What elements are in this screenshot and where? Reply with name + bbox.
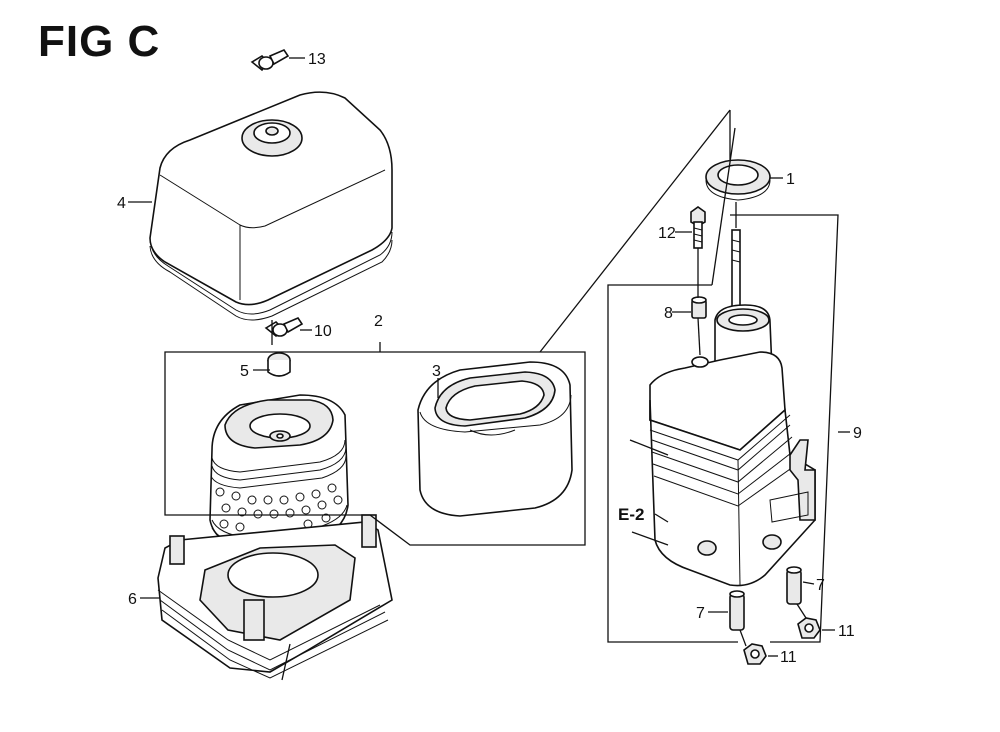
- callout-6[interactable]: 6: [128, 591, 137, 608]
- callout-7a[interactable]: 7: [816, 577, 825, 594]
- callout-12[interactable]: 12: [658, 225, 676, 242]
- callout-13[interactable]: 13: [308, 51, 326, 68]
- collar-nut-part-5[interactable]: [267, 352, 291, 377]
- callout-1[interactable]: 1: [786, 171, 795, 188]
- bolt-part-12[interactable]: [690, 206, 706, 249]
- callout-9[interactable]: 9: [853, 425, 862, 442]
- group-bracket-9: [607, 214, 850, 643]
- callout-3[interactable]: 3: [432, 363, 441, 380]
- wing-nut-part-10[interactable]: [264, 317, 304, 338]
- callout-5[interactable]: 5: [240, 363, 249, 380]
- callout-labels: 1 2 3 4 5 6 7 7 8 9 10 11 11 12 13: [117, 51, 862, 666]
- reference-e2[interactable]: E-2: [618, 505, 644, 524]
- callout-8[interactable]: 8: [664, 305, 673, 322]
- alignment-lines: [271, 109, 807, 681]
- air-cleaner-case-part-6[interactable]: [157, 514, 393, 679]
- air-cleaner-cover-part-4[interactable]: [149, 91, 393, 321]
- wing-nut-part-13[interactable]: [250, 49, 290, 72]
- elbow-assembly-part-9[interactable]: [649, 229, 816, 587]
- stud-part-7a[interactable]: [786, 566, 802, 605]
- figure-title: FIG C: [38, 17, 161, 66]
- collar-part-8[interactable]: [691, 296, 707, 319]
- nut-part-11b[interactable]: [743, 643, 767, 665]
- filter-perforations: [215, 483, 343, 532]
- filter-element-part-2[interactable]: [209, 394, 349, 549]
- nut-part-11a[interactable]: [797, 617, 821, 639]
- callout-11a[interactable]: 11: [838, 623, 855, 640]
- outer-foam-element-part-3[interactable]: [417, 361, 573, 517]
- stud-part-7b[interactable]: [729, 590, 745, 631]
- gasket-part-1[interactable]: [705, 159, 771, 201]
- callout-4[interactable]: 4: [117, 195, 126, 212]
- callout-2[interactable]: 2: [374, 313, 383, 330]
- callout-11b[interactable]: 11: [780, 649, 797, 666]
- callout-7b[interactable]: 7: [696, 605, 705, 622]
- callout-10[interactable]: 10: [314, 323, 332, 340]
- leader-lines: [128, 57, 835, 657]
- group-bracket-2: [164, 342, 586, 546]
